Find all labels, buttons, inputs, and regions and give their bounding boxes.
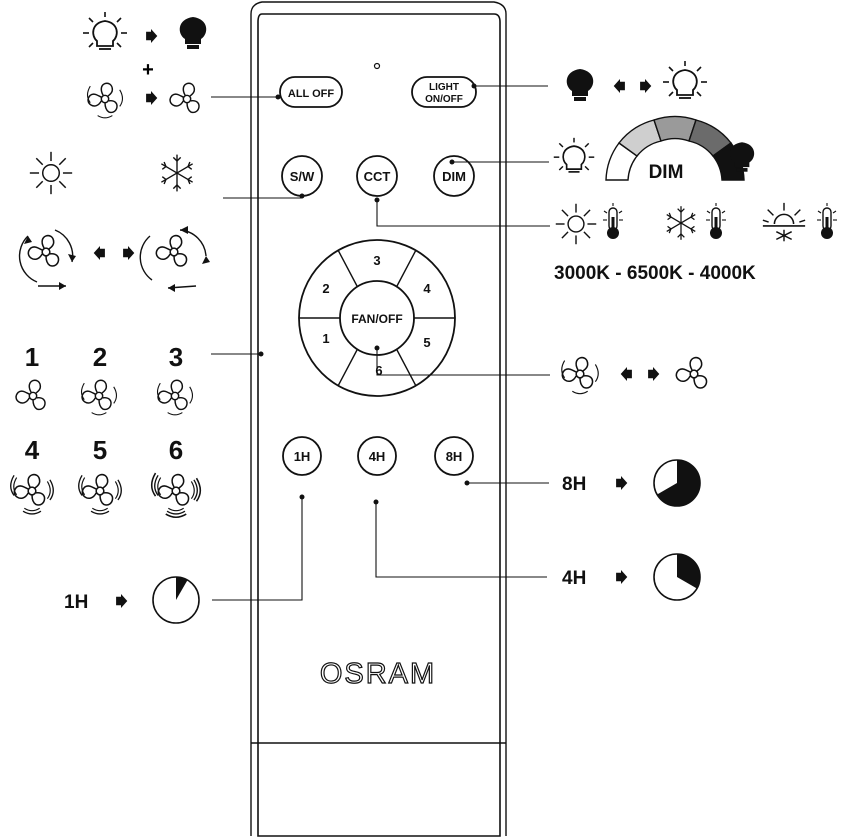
speed-1-button[interactable]: 1 <box>322 331 329 346</box>
speed-4-button[interactable]: 4 <box>423 281 431 296</box>
timer-1h-caption: 1H <box>64 592 88 613</box>
speed-level-2-label: 2 <box>93 342 107 372</box>
sw-button[interactable]: S/W <box>281 155 323 197</box>
all-off-label: ALL OFF <box>288 88 335 100</box>
arrow-left-icon <box>93 246 105 260</box>
clock-icon <box>653 459 701 507</box>
ir-led-indicator <box>373 62 381 70</box>
fan-icon <box>675 356 708 389</box>
dim-caption: DIM <box>649 162 684 183</box>
sunrise-icon <box>762 202 806 243</box>
light-toggle-annotation <box>566 60 708 101</box>
light-label-line2: ON/OFF <box>425 94 463 105</box>
fan-off-button[interactable]: FAN/OFF <box>339 280 415 356</box>
timer-4h-label: 4H <box>369 449 386 464</box>
fan-icon <box>169 82 200 114</box>
bulb-off-icon <box>179 17 207 49</box>
speed-3-button[interactable]: 3 <box>373 253 380 268</box>
timer-8h-caption: 8H <box>562 474 586 495</box>
timer-1h-label: 1H <box>294 449 311 464</box>
speed-2-button[interactable]: 2 <box>322 281 329 296</box>
cct-annotation: 3000K - 6500K - 4000K <box>554 202 838 284</box>
clock-icon <box>152 576 200 624</box>
arrow-right-icon <box>640 79 652 93</box>
sw-label: S/W <box>290 169 315 184</box>
cct-label: CCT <box>364 169 391 184</box>
arrow-right-icon <box>616 570 628 584</box>
dim-arc-icon <box>605 115 745 181</box>
sun-icon <box>29 151 73 195</box>
speed-5-button[interactable]: 5 <box>423 335 430 350</box>
fan-icon <box>81 379 112 411</box>
dim-label: DIM <box>442 169 466 184</box>
arrow-right-icon <box>116 594 128 608</box>
arrow-left-icon <box>613 79 625 93</box>
fan-icon <box>87 82 118 114</box>
osram-logo: OSRAM <box>320 658 436 690</box>
speed-level-5-label: 5 <box>93 435 107 465</box>
light-on-off-button[interactable]: LIGHT ON/OFF <box>411 76 477 108</box>
snowflake-icon <box>666 205 696 241</box>
speed-level-3-label: 3 <box>169 342 183 372</box>
arrow-right-icon <box>146 91 158 105</box>
speed-level-6-label: 6 <box>169 435 183 465</box>
fan-icon <box>81 473 114 506</box>
timer-4h-caption: 4H <box>562 568 586 589</box>
bulb-on-icon <box>552 137 596 173</box>
bulb-on-icon <box>662 60 708 99</box>
dim-button[interactable]: DIM <box>433 155 475 197</box>
fan-icon <box>15 379 46 411</box>
timer-1h-annotation: 1H <box>64 576 200 624</box>
fan-rotation-forward-icon <box>18 229 76 290</box>
thermometer-icon <box>816 203 838 240</box>
season-switch-annotation <box>18 151 210 292</box>
arrow-right-icon <box>146 29 158 43</box>
snowflake-icon <box>160 153 194 193</box>
sun-icon <box>555 203 597 245</box>
timer-8h-label: 8H <box>446 449 463 464</box>
speed-level-1-label: 1 <box>25 342 39 372</box>
light-label-line1: LIGHT <box>429 82 459 93</box>
speed-level-4-label: 4 <box>25 435 40 465</box>
bulb-on-icon <box>82 11 128 50</box>
plus-sign: + <box>142 59 154 81</box>
fan-icon <box>157 473 190 506</box>
fan-rotation-reverse-icon <box>139 226 210 292</box>
bulb-off-icon <box>566 69 594 101</box>
timer-4h-annotation: 4H <box>562 553 701 601</box>
speed-6-button[interactable]: 6 <box>375 363 382 378</box>
leader-lines <box>211 83 550 601</box>
arrow-right-icon <box>123 246 135 260</box>
fan-off-annotation <box>561 356 708 395</box>
clock-icon <box>653 553 701 601</box>
fan-off-label: FAN/OFF <box>351 312 402 326</box>
thermometer-icon <box>705 203 727 240</box>
remote-body <box>250 1 507 837</box>
fan-icon <box>561 356 594 389</box>
fan-speed-levels: 1 2 3 4 5 6 <box>10 342 202 519</box>
fan-icon <box>157 379 188 411</box>
cct-range-label: 3000K - 6500K - 4000K <box>554 263 756 284</box>
fan-icon <box>13 473 46 506</box>
arrow-right-icon <box>616 476 628 490</box>
all-off-button[interactable]: ALL OFF <box>279 76 343 108</box>
dim-annotation: DIM <box>552 115 755 183</box>
timer-4h-button[interactable]: 4H <box>357 436 397 476</box>
all-off-annotation: + <box>82 11 207 119</box>
timer-1h-button[interactable]: 1H <box>282 436 322 476</box>
timer-8h-button[interactable]: 8H <box>434 436 474 476</box>
timer-8h-annotation: 8H <box>562 459 701 507</box>
arrow-left-icon <box>620 367 632 381</box>
thermometer-icon <box>602 203 624 240</box>
cct-button[interactable]: CCT <box>356 155 398 197</box>
arrow-right-icon <box>648 367 660 381</box>
